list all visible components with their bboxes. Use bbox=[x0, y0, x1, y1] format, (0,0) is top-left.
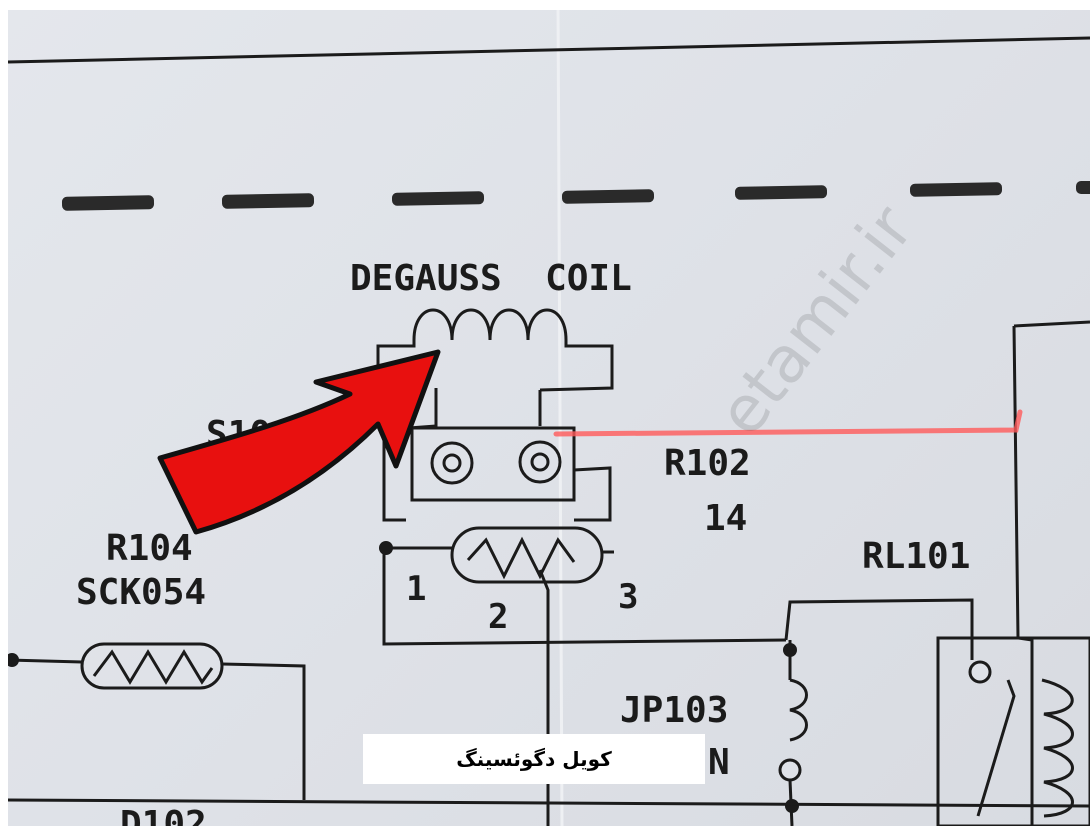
dashed-boundary bbox=[61, 181, 1090, 211]
r104-part-label: SCK054 bbox=[76, 572, 206, 613]
junction-dot bbox=[785, 799, 799, 813]
pin2-label: 2 bbox=[488, 597, 508, 637]
watermark: etamir.ir bbox=[704, 192, 928, 450]
degauss-socket bbox=[381, 388, 612, 522]
r104-resistor bbox=[7, 642, 306, 800]
posistor bbox=[382, 526, 787, 826]
paper-fold bbox=[556, 0, 564, 826]
red-arrow-icon bbox=[157, 349, 441, 535]
junction-dot bbox=[379, 541, 393, 555]
top-border-line bbox=[7, 36, 1090, 64]
r102-label: R102 bbox=[664, 443, 751, 484]
rl101-label: RL101 bbox=[862, 536, 970, 577]
relay-rl101 bbox=[784, 320, 1090, 826]
r102-value-label: 14 bbox=[704, 498, 747, 539]
r104-label: R104 bbox=[106, 528, 193, 569]
pin3-label: 3 bbox=[618, 577, 638, 617]
junction-dot bbox=[5, 653, 19, 667]
photo-edge-top bbox=[0, 0, 1090, 10]
degauss-coil-label: DEGAUSS COIL bbox=[350, 258, 632, 299]
photo-edge-left bbox=[0, 0, 8, 826]
caption-box: کویل دگوئسینگ bbox=[363, 734, 705, 784]
degauss-coil-symbol bbox=[376, 308, 614, 392]
highlight-line bbox=[553, 409, 1023, 437]
d102-label: D102 bbox=[120, 804, 207, 826]
bottom-wire bbox=[7, 798, 1090, 808]
n-partial-label: N bbox=[708, 742, 730, 783]
jp103-jumper bbox=[778, 640, 808, 826]
junction-dot bbox=[783, 643, 797, 657]
caption-text: کویل دگوئسینگ bbox=[456, 747, 612, 771]
pin1-label: 1 bbox=[406, 569, 426, 609]
jp103-label: JP103 bbox=[620, 690, 728, 731]
